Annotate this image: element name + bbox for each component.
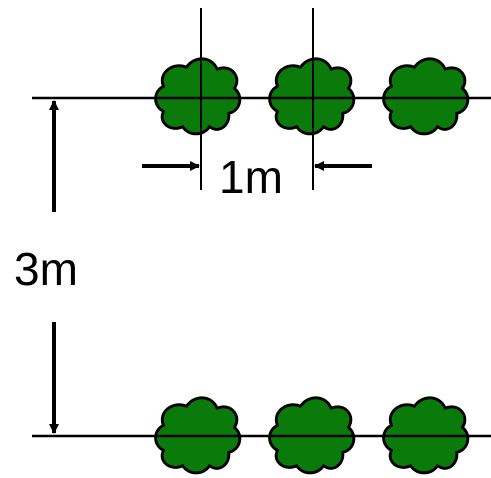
- top-row-plants: [154, 57, 470, 136]
- shrub-icon: [382, 57, 470, 136]
- row-spacing-label: 3m: [14, 243, 78, 295]
- shrub-icon: [268, 57, 356, 136]
- plant-spacing-label: 1m: [219, 151, 283, 203]
- shrub-icon: [154, 57, 242, 136]
